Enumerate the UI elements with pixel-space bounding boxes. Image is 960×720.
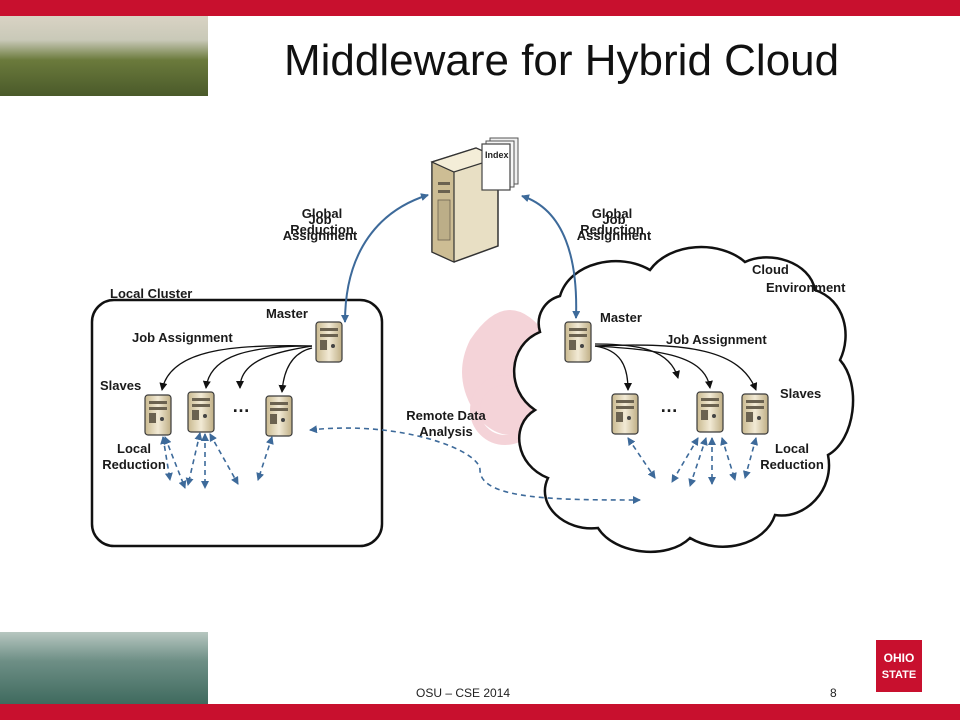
cloud-reduction-line1: Local (775, 441, 809, 456)
left-label-global: Global (301, 206, 343, 221)
footer-text: OSU – CSE 2014 (416, 686, 511, 700)
page-number: 8 (830, 686, 837, 700)
cloud-master-server-icon (564, 321, 592, 363)
local-reduction-label: Local Reduction (94, 441, 174, 473)
right-global-reduction-label: Global Reduction (572, 206, 652, 238)
right-label-job: Job (602, 212, 626, 227)
index-document-icon: Index (481, 137, 519, 191)
local-slave-server-icon (144, 394, 172, 436)
cloud-local-reduction-label: Local Reduction (752, 441, 832, 473)
cloud-master-label: Master (600, 310, 642, 325)
right-label-reduction: Reduction (580, 222, 644, 237)
cloud-slave-server-icon (741, 393, 769, 435)
left-global-link (341, 193, 429, 323)
campus-photo-bottom (0, 632, 208, 704)
cloud-slave-server-icon (696, 391, 724, 433)
local-master-server-icon (315, 321, 343, 363)
cloud-title-line2: Environment (766, 280, 846, 295)
local-cluster-title: Local Cluster (110, 286, 193, 301)
local-ellipsis: … (232, 396, 250, 416)
cloud-ellipsis: … (660, 396, 678, 416)
local-reduction-line1: Local (117, 441, 151, 456)
left-job-assignment-label: Job Assignment (280, 212, 360, 244)
local-job-assignment-arrows (159, 345, 313, 393)
remote-line2: Analysis (419, 424, 473, 439)
campus-photo-top (0, 16, 208, 96)
ohio-state-logo: OHIO STATE (876, 640, 922, 692)
logo-text-state: STATE (882, 669, 916, 681)
remote-line1: Remote Data (406, 408, 486, 423)
cloud-reduction-line2: Reduction (760, 457, 824, 472)
top-red-bar (0, 0, 960, 16)
local-reduction-arrows (160, 432, 274, 489)
cloud-job-assignment-arrows (594, 343, 758, 391)
right-label-assignment: Assignment (576, 228, 652, 243)
local-slave-server-icon (187, 391, 215, 433)
logo-text-ohio: OHIO (884, 651, 915, 665)
central-server-icon (430, 147, 500, 263)
left-label-job: Job (308, 212, 332, 227)
cloud-job-assignment-label: Job Assignment (666, 332, 767, 347)
local-slaves-label: Slaves (100, 378, 142, 393)
local-master-label: Master (266, 306, 308, 321)
local-job-assignment-label: Job Assignment (132, 330, 233, 345)
right-global-link (521, 194, 581, 319)
local-reduction-line2: Reduction (102, 457, 166, 472)
cloud-title-line1: Cloud (752, 262, 789, 277)
local-slave-server-icon (265, 395, 293, 437)
left-label-reduction: Reduction (290, 222, 354, 237)
bottom-red-bar (0, 704, 960, 720)
remote-data-analysis-link (309, 425, 641, 504)
slide-title: Middleware for Hybrid Cloud (284, 36, 840, 85)
left-global-reduction-label: Global Reduction (282, 206, 362, 238)
cloud-slaves-label: Slaves (780, 386, 822, 401)
index-label: Index (485, 150, 509, 160)
cloud-slave-server-icon (611, 393, 639, 435)
right-job-assignment-label: Job Assignment (574, 212, 654, 244)
left-label-assignment: Assignment (282, 228, 358, 243)
cloud-reduction-arrows (627, 437, 759, 487)
right-label-global: Global (591, 206, 633, 221)
remote-data-analysis-label: Remote Data Analysis (394, 408, 498, 440)
